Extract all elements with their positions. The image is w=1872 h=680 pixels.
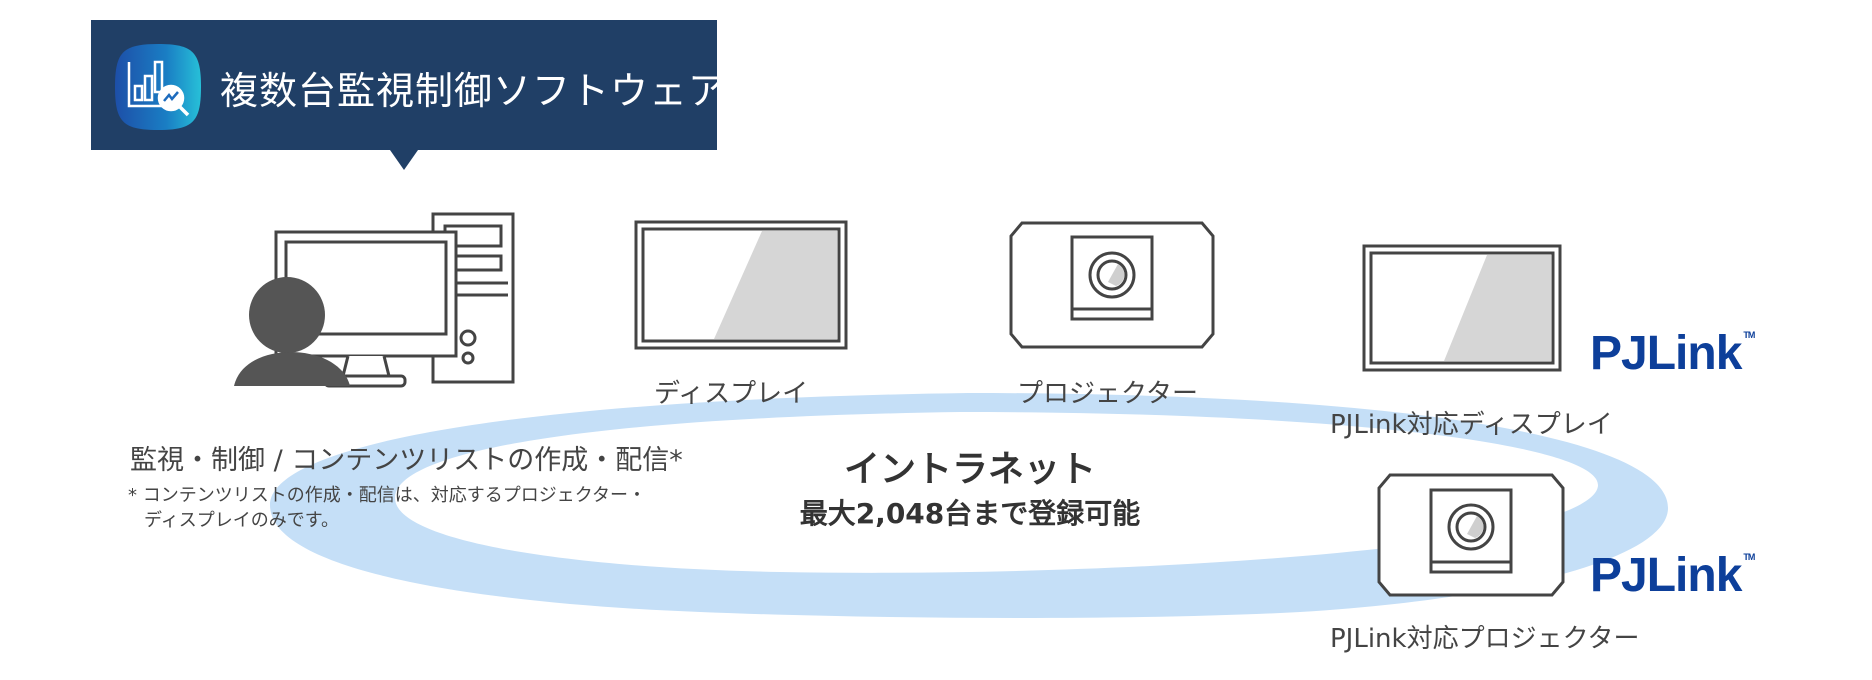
projector-icon (1377, 473, 1565, 597)
device-label: ディスプレイ (654, 379, 809, 409)
note-line-2: ディスプレイのみです。 (144, 510, 339, 531)
note-line-1: * コンテンツリストの作成・配信は、対応するプロジェクター・ (128, 485, 646, 506)
network-capacity: 最大2,048台まで登録可能 (799, 497, 1141, 530)
page-title: 複数台監視制御ソフトウェア (220, 69, 728, 113)
computer-with-user-icon (234, 212, 515, 388)
network-title: イントラネット (843, 449, 1096, 490)
analytics-monitor-icon (115, 44, 201, 130)
controller-label: 監視・制御 / コンテンツリストの作成・配信* (130, 445, 683, 476)
device-label: プロジェクター (1017, 379, 1198, 409)
controller-note: * コンテンツリストの作成・配信は、対応するプロジェクター・ ディスプレイのみで… (128, 483, 646, 533)
display-icon (634, 220, 848, 350)
device-label: PJLink対応ディスプレイ (1330, 410, 1613, 440)
device-label: PJLink対応プロジェクター (1330, 624, 1640, 654)
banner-pointer (390, 150, 418, 170)
projector-icon (1009, 221, 1215, 349)
display-icon (1362, 244, 1562, 372)
